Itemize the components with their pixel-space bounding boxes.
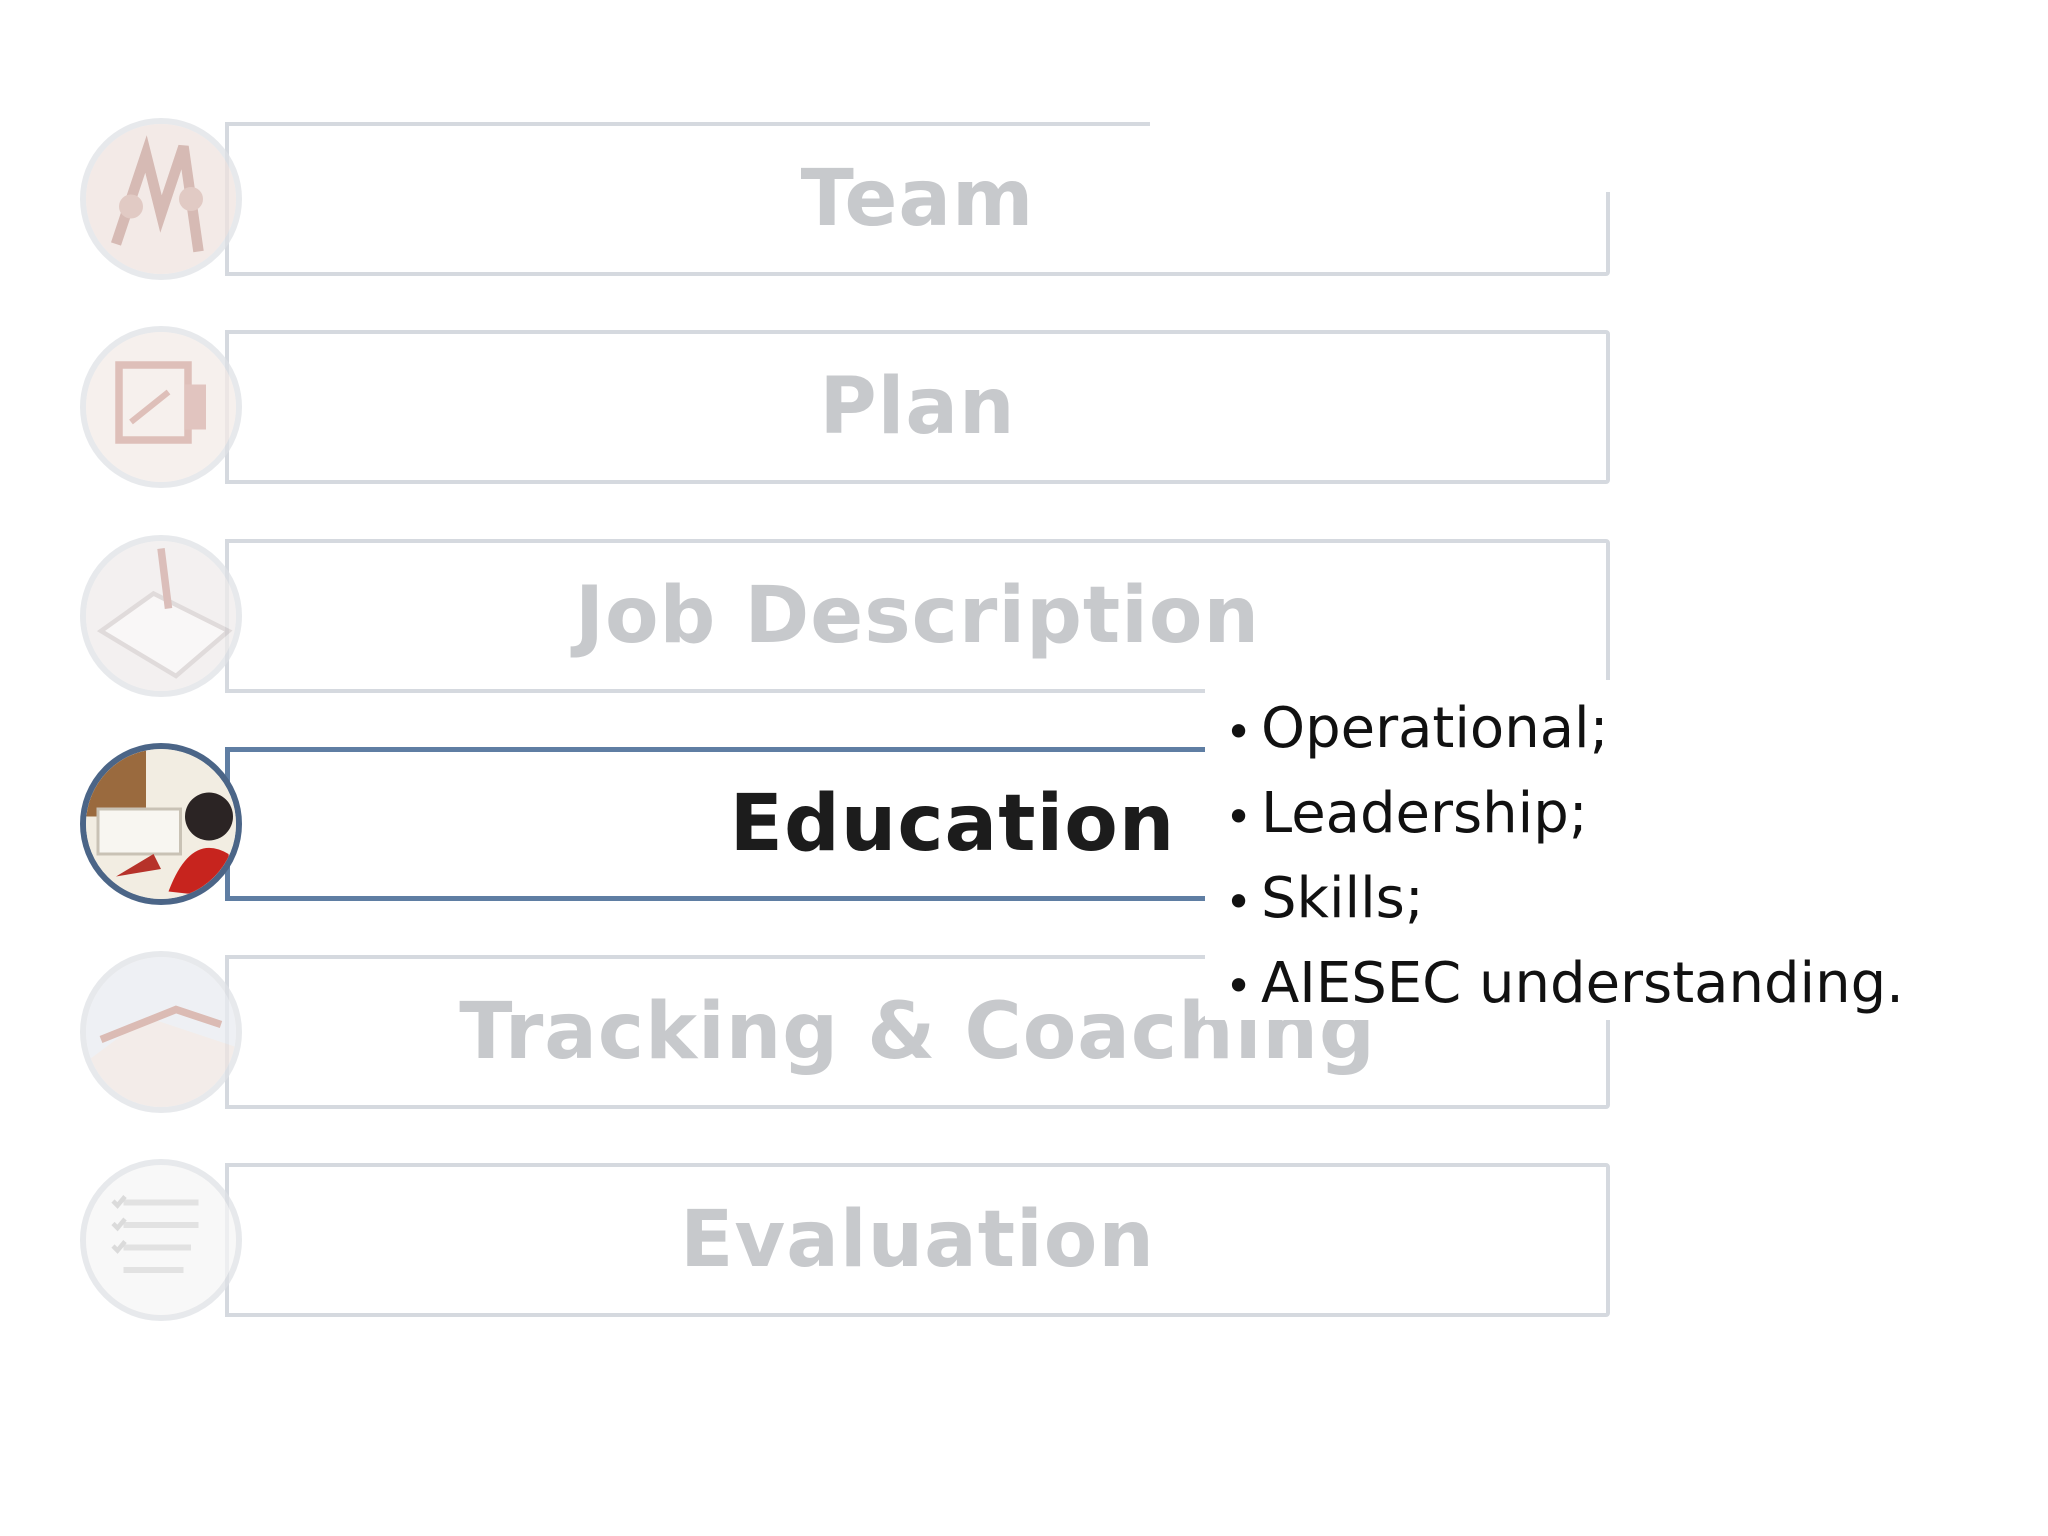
evaluation-photo-icon [80, 1159, 242, 1321]
list-item: •AIESEC understanding. [1225, 943, 1965, 1028]
step-label: Evaluation [680, 1195, 1155, 1285]
step-bar [225, 330, 1610, 484]
list-item: •Operational; [1225, 688, 1965, 773]
tracking-photo-icon [80, 951, 242, 1113]
step-label: Job Description [574, 571, 1261, 661]
plan-photo-icon [80, 326, 242, 488]
cover-mask [1150, 96, 1630, 192]
job-description-photo-icon [80, 535, 242, 697]
bullet-icon: • [1225, 789, 1253, 844]
list-item-text: Operational; [1261, 696, 1609, 761]
step-label: Education [729, 779, 1176, 869]
step-plan: Plan [80, 326, 1640, 494]
list-item-text: Leadership; [1261, 780, 1588, 846]
list-item: •Leadership; [1225, 773, 1965, 858]
step-bar [225, 1163, 1610, 1317]
bullet-icon: • [1225, 959, 1253, 1014]
list-item-text: AIESEC understanding. [1261, 950, 1904, 1016]
step-label: Team [800, 154, 1035, 244]
bullet-icon: • [1225, 704, 1253, 759]
step-evaluation: Evaluation [80, 1159, 1640, 1327]
education-photo-icon [80, 743, 242, 905]
step-tracking-coaching: Tracking & Coaching [80, 951, 1640, 1119]
step-bar [225, 539, 1610, 693]
step-job-description: Job Description [80, 535, 1640, 703]
education-topics-list: •Operational; •Leadership; •Skills; •AIE… [1225, 688, 1965, 1027]
education-details-callout: •Operational; •Leadership; •Skills; •AIE… [1205, 680, 1965, 1020]
list-item-text: Skills; [1261, 865, 1424, 931]
step-label: Plan [819, 362, 1016, 452]
team-photo-icon [80, 118, 242, 280]
bullet-icon: • [1225, 874, 1253, 929]
list-item: •Skills; [1225, 858, 1965, 943]
